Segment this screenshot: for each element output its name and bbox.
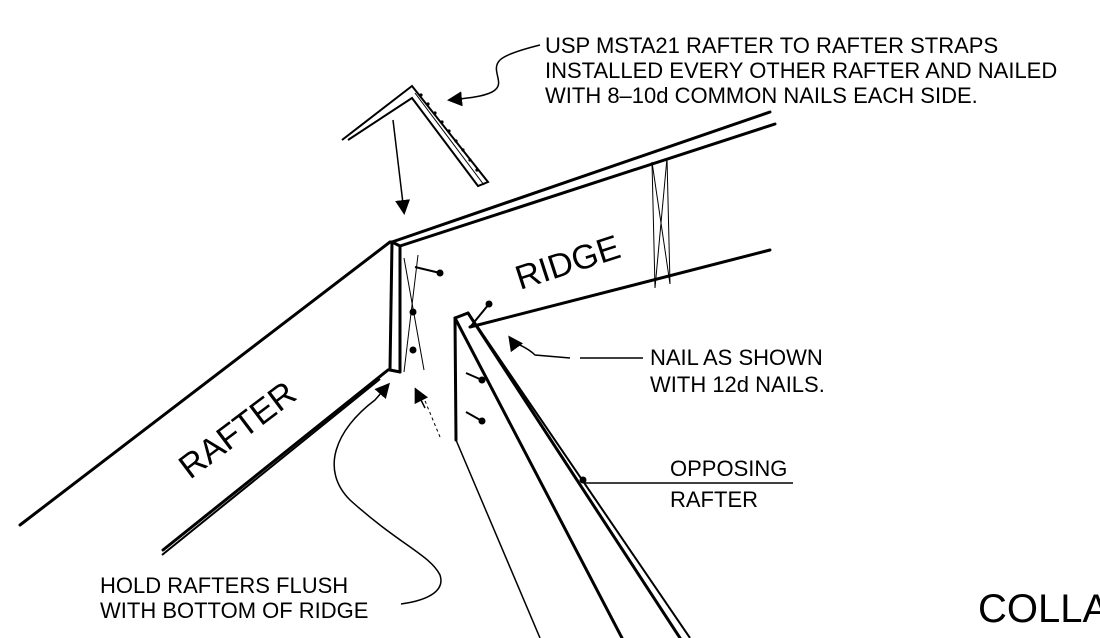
rafter-label: RAFTER: [172, 374, 303, 486]
left-rafter: [18, 240, 392, 556]
strap-note-line1: USP MSTA21 RAFTER TO RAFTER STRAPS: [545, 33, 998, 58]
leaders: [333, 44, 793, 605]
strap-note-line3: WITH 8–10d COMMON NAILS EACH SIDE.: [545, 83, 978, 108]
opposing-rafter-line1: OPPOSING: [670, 456, 787, 481]
nails: [409, 266, 587, 484]
strap-note-line2: INSTALLED EVERY OTHER RAFTER AND NAILED: [545, 58, 1057, 83]
title-partial: COLLA: [978, 587, 1100, 631]
nail-note-line1: NAIL AS SHOWN: [650, 345, 823, 370]
msta21-strap: [341, 84, 490, 188]
nail-note-line2: WITH 12d NAILS.: [650, 372, 825, 397]
hold-note-line2: WITH BOTTOM OF RIDGE: [100, 598, 368, 623]
hold-note-line1: HOLD RAFTERS FLUSH: [100, 573, 348, 598]
opposing-rafter-line2: RAFTER: [670, 487, 758, 512]
ridge-label: RIDGE: [511, 228, 625, 297]
